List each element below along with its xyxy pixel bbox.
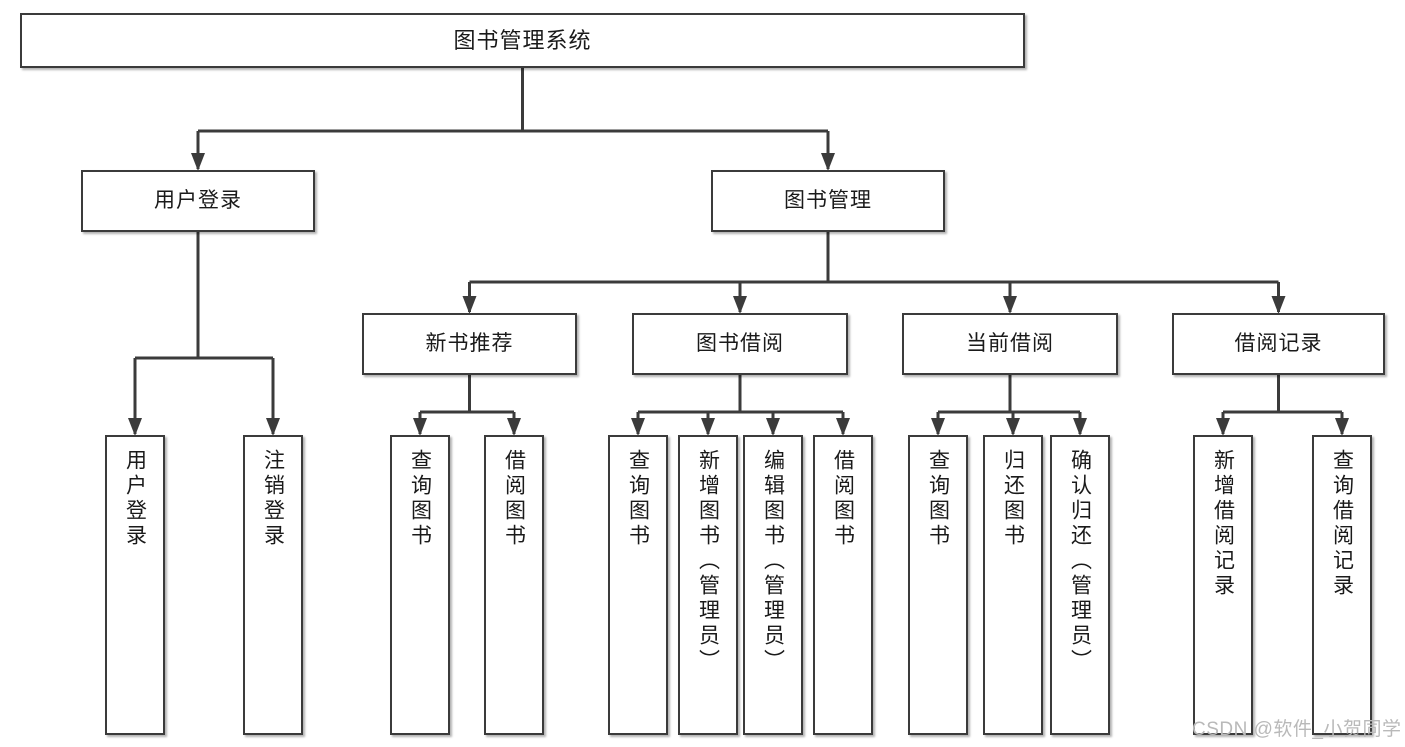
node-leaf_cb_confirm[interactable]: 确认归还（管理员） [1050,435,1110,735]
node-label: 用户登录 [123,449,147,549]
node-label: 新增借阅记录 [1211,449,1235,599]
node-user_login[interactable]: 用户登录 [81,170,315,232]
node-label: 用户登录 [154,188,242,212]
node-leaf_br_query[interactable]: 查询借阅记录 [1312,435,1372,735]
node-label: 查询图书 [926,449,950,549]
node-leaf_logout[interactable]: 注销登录 [243,435,303,735]
node-label: 借阅图书 [831,449,855,549]
node-leaf_br_add[interactable]: 新增借阅记录 [1193,435,1253,735]
node-new_book_rec[interactable]: 新书推荐 [362,313,577,375]
node-label: 注销登录 [261,449,285,549]
node-current_borrow[interactable]: 当前借阅 [902,313,1118,375]
node-leaf_bb_edit[interactable]: 编辑图书（管理员） [743,435,803,735]
node-label: 借阅记录 [1234,331,1323,355]
node-book_mgmt[interactable]: 图书管理 [711,170,945,232]
node-book_borrow[interactable]: 图书借阅 [632,313,848,375]
node-leaf_bb_query[interactable]: 查询图书 [608,435,668,735]
node-label: 新书推荐 [425,331,514,355]
node-leaf_user_login[interactable]: 用户登录 [105,435,165,735]
node-root[interactable]: 图书管理系统 [20,13,1025,68]
node-leaf_bb_add[interactable]: 新增图书（管理员） [678,435,738,735]
node-label: 查询借阅记录 [1330,449,1354,599]
node-label: 图书借阅 [696,331,784,355]
node-label: 编辑图书（管理员） [761,449,785,674]
node-label: 归还图书 [1001,449,1025,549]
node-leaf_cb_return[interactable]: 归还图书 [983,435,1043,735]
node-label: 图书管理 [784,188,872,212]
node-borrow_record[interactable]: 借阅记录 [1172,313,1385,375]
node-leaf_cb_query[interactable]: 查询图书 [908,435,968,735]
node-leaf_rec_borrow[interactable]: 借阅图书 [484,435,544,735]
node-leaf_bb_borrow[interactable]: 借阅图书 [813,435,873,735]
node-label: 当前借阅 [966,331,1054,355]
csdn-watermark: CSDN @软件_小贺同学 [1192,719,1402,740]
node-label: 图书管理系统 [453,27,592,53]
node-leaf_rec_query[interactable]: 查询图书 [390,435,450,735]
node-label: 确认归还（管理员） [1068,449,1092,674]
node-label: 新增图书（管理员） [696,449,720,674]
node-label: 查询图书 [626,449,650,549]
node-label: 借阅图书 [502,449,526,549]
node-label: 查询图书 [408,449,432,549]
